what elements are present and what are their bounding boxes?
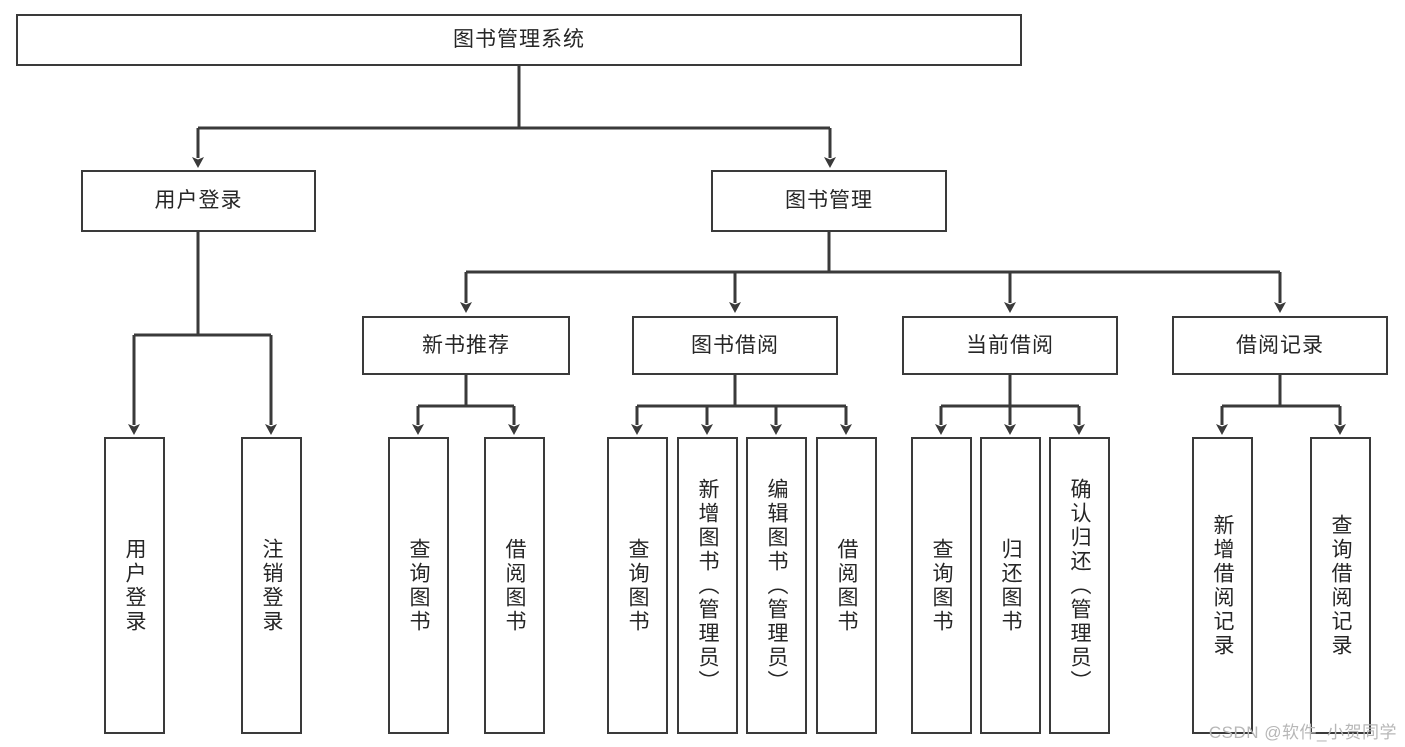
node-leaf-add-borrow-record[interactable]: 新增借阅记录 — [1192, 437, 1253, 734]
node-label: 当前借阅 — [966, 333, 1054, 357]
node-borrow-record[interactable]: 借阅记录 — [1172, 316, 1388, 375]
node-leaf-add-book-admin[interactable]: 新增图书（管理员） — [677, 437, 738, 734]
node-label: 新增借阅记录 — [1211, 513, 1235, 658]
node-label: 查询图书 — [407, 537, 431, 634]
node-leaf-confirm-return-admin[interactable]: 确认归还（管理员） — [1049, 437, 1110, 734]
node-label: 新书推荐 — [422, 333, 510, 357]
node-label: 图书管理 — [785, 189, 873, 213]
node-label: 编辑图书（管理员） — [765, 477, 789, 694]
node-current-borrow[interactable]: 当前借阅 — [902, 316, 1118, 375]
node-label: 用户登录 — [154, 189, 243, 213]
node-leaf-return-book[interactable]: 归还图书 — [980, 437, 1041, 734]
node-label: 查询图书 — [626, 537, 650, 634]
node-label: 查询借阅记录 — [1329, 513, 1353, 658]
node-leaf-logout[interactable]: 注销登录 — [241, 437, 302, 734]
node-book-management-system[interactable]: 图书管理系统 — [16, 14, 1022, 66]
node-label: 图书借阅 — [691, 333, 779, 357]
node-label: 借阅图书 — [835, 537, 859, 634]
csdn-watermark: CSDN @软件_小贺同学 — [1208, 723, 1397, 742]
node-user-login[interactable]: 用户登录 — [81, 170, 316, 232]
node-label: 用户登录 — [123, 537, 147, 634]
node-leaf-query-borrow-record[interactable]: 查询借阅记录 — [1310, 437, 1371, 734]
node-label: 借阅记录 — [1236, 333, 1324, 357]
node-leaf-borrow-book[interactable]: 借阅图书 — [816, 437, 877, 734]
node-book-management[interactable]: 图书管理 — [711, 170, 947, 232]
node-leaf-query-book-current[interactable]: 查询图书 — [911, 437, 972, 734]
node-label: 注销登录 — [260, 537, 284, 634]
node-label: 新增图书（管理员） — [696, 477, 720, 694]
node-leaf-query-book-borrow[interactable]: 查询图书 — [607, 437, 668, 734]
node-label: 借阅图书 — [503, 537, 527, 634]
node-label: 图书管理系统 — [453, 28, 585, 52]
node-label: 归还图书 — [999, 537, 1023, 634]
node-new-book-recommend[interactable]: 新书推荐 — [362, 316, 570, 375]
node-book-borrow[interactable]: 图书借阅 — [632, 316, 838, 375]
node-leaf-borrow-book-recommend[interactable]: 借阅图书 — [484, 437, 545, 734]
node-leaf-edit-book-admin[interactable]: 编辑图书（管理员） — [746, 437, 807, 734]
node-label: 确认归还（管理员） — [1068, 477, 1092, 694]
node-leaf-user-login[interactable]: 用户登录 — [104, 437, 165, 734]
node-leaf-query-book-recommend[interactable]: 查询图书 — [388, 437, 449, 734]
node-label: 查询图书 — [930, 537, 954, 634]
